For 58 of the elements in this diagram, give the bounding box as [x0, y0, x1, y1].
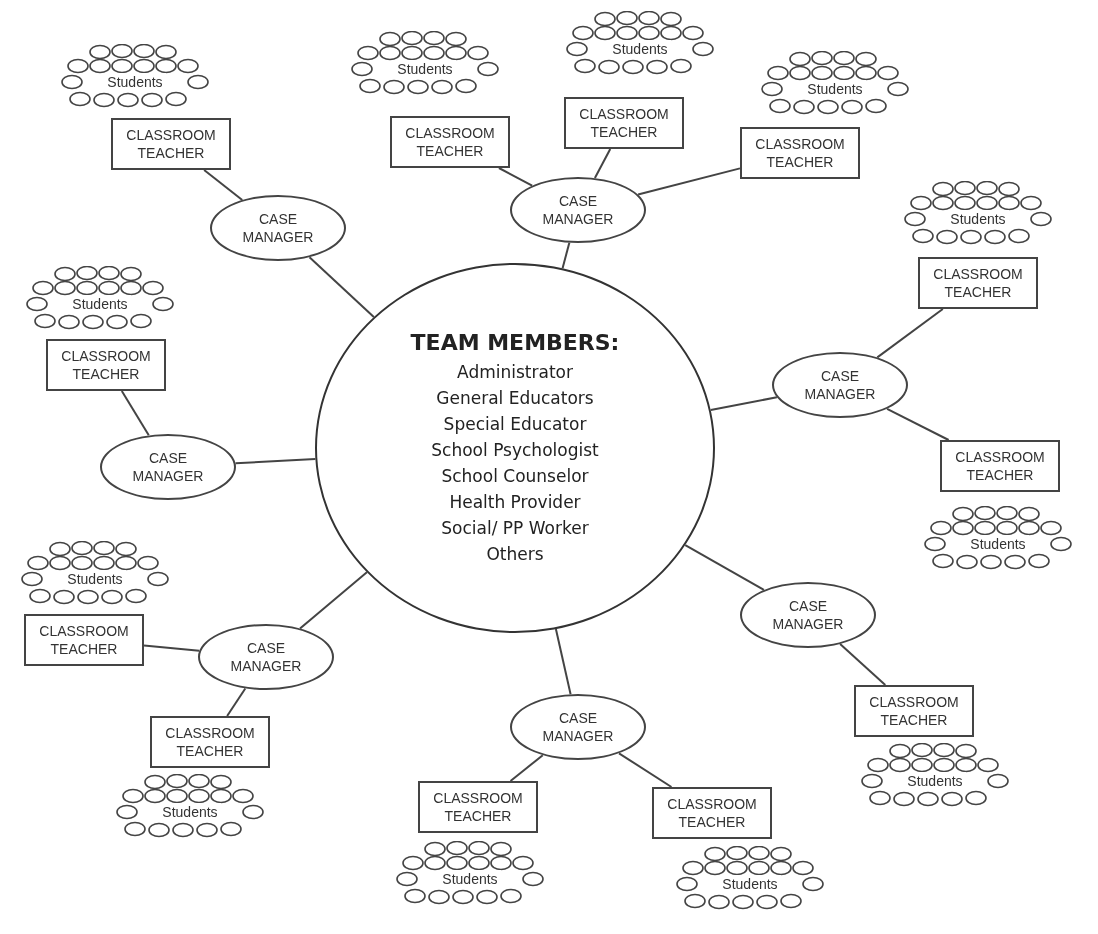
team-member-text: Social/ PP Worker	[441, 517, 589, 540]
connector-line	[561, 241, 571, 270]
team-member-text: General Educators	[436, 387, 594, 410]
team-member-text: Special Educator	[443, 413, 587, 436]
connector-line	[120, 390, 150, 437]
role-text: CLASSROOM TEACHER	[754, 135, 846, 171]
team-member-text: School Counselor	[441, 465, 589, 488]
teacher-box	[111, 118, 231, 170]
connector-line	[143, 644, 201, 652]
teacher-box	[418, 781, 538, 833]
teacher-box	[46, 339, 166, 391]
role-text: CLASSROOM TEACHER	[404, 124, 496, 160]
role-text: CLASSROOM TEACHER	[125, 126, 217, 162]
role-text: CLASSROOM TEACHER	[578, 105, 670, 141]
teacher-box	[150, 716, 270, 768]
role-text: CASE MANAGER	[229, 639, 303, 675]
connector-line	[226, 687, 247, 717]
connector-line	[509, 754, 544, 782]
role-text: CLASSROOM TEACHER	[954, 448, 1046, 484]
team-heading: TEAM MEMBERS:	[410, 329, 620, 357]
teacher-box	[854, 685, 974, 737]
team-member-text: Others	[486, 543, 544, 566]
team-member-text: School Psychologist	[431, 439, 599, 462]
connector-line	[554, 628, 572, 696]
teacher-box	[24, 614, 144, 666]
role-text: CLASSROOM TEACHER	[60, 347, 152, 383]
role-text: CLASSROOM TEACHER	[432, 789, 524, 825]
connector-line	[308, 256, 375, 318]
role-text: CASE MANAGER	[241, 210, 315, 246]
connector-line	[497, 167, 534, 187]
teacher-box	[940, 440, 1060, 492]
connector-line	[876, 308, 944, 359]
role-text: CLASSROOM TEACHER	[164, 724, 256, 760]
connector-line	[593, 148, 612, 180]
teacher-box	[918, 257, 1038, 309]
role-text: CASE MANAGER	[131, 449, 205, 485]
role-text: CLASSROOM TEACHER	[868, 693, 960, 729]
teacher-box	[740, 127, 860, 179]
role-text: CASE MANAGER	[803, 367, 877, 403]
role-text: CASE MANAGER	[771, 597, 845, 633]
connector-line	[299, 571, 368, 630]
role-text: CLASSROOM TEACHER	[38, 622, 130, 658]
role-text: CASE MANAGER	[541, 192, 615, 228]
teacher-box	[390, 116, 510, 168]
connector-line	[709, 396, 778, 412]
role-text: CASE MANAGER	[541, 709, 615, 745]
connector-line	[234, 457, 317, 465]
role-text: CLASSROOM TEACHER	[932, 265, 1024, 301]
role-text: CLASSROOM TEACHER	[666, 795, 758, 831]
team-member-text: Administrator	[457, 361, 573, 384]
connector-line	[637, 167, 741, 196]
team-member-text: Health Provider	[449, 491, 581, 514]
connector-line	[203, 169, 244, 201]
connector-line	[839, 643, 887, 686]
teacher-box	[652, 787, 772, 839]
connector-line	[618, 752, 673, 788]
connector-line	[886, 407, 950, 441]
teacher-box	[564, 97, 684, 149]
